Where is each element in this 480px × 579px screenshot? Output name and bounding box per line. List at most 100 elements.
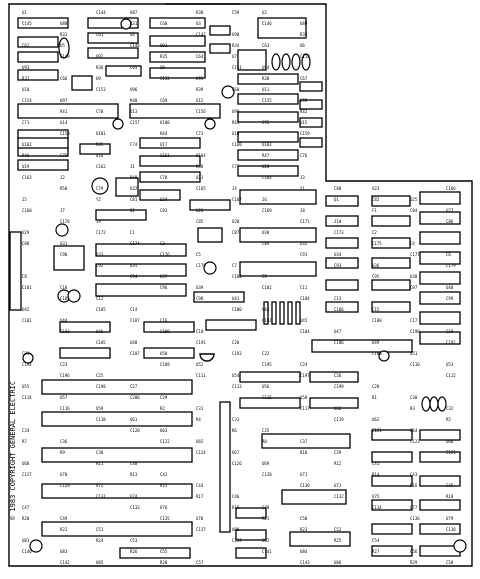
component-label-c114: C114: [22, 395, 32, 400]
component-label-u58: U58: [300, 395, 308, 400]
component-label-c152: C152: [160, 76, 170, 81]
component-label-u41: U41: [232, 296, 240, 301]
component-label-c21: C21: [22, 351, 30, 356]
component-label-c139: C139: [232, 538, 242, 543]
component-label-c78: C78: [160, 175, 168, 180]
component-label-c63: C63: [262, 43, 270, 48]
component-label-u54: U54: [232, 373, 240, 378]
ic-chip: [371, 301, 411, 313]
component-label-j3: J3: [300, 175, 305, 180]
component-label-c182: C182: [262, 285, 272, 290]
component-label-r2: R2: [160, 406, 165, 411]
component-label-r18: R18: [446, 494, 454, 499]
component-label-r10: R10: [300, 450, 308, 455]
capacitor: [58, 37, 70, 59]
component-label-u56: U56: [262, 384, 270, 389]
ic-chip: [239, 397, 301, 409]
ic-chip-large: [17, 103, 119, 119]
component-label-r6: R6: [232, 428, 237, 433]
capacitor: [271, 53, 281, 71]
component-label-c179: C179: [446, 263, 456, 268]
component-label-c6: C6: [446, 252, 451, 257]
component-label-r50: R50: [60, 186, 68, 191]
ic-chip: [87, 47, 139, 59]
component-label-c105: C105: [96, 340, 106, 345]
component-label-r39: R39: [196, 87, 204, 92]
ic-chip-large: [41, 483, 193, 499]
lower-middle-chips: [59, 319, 461, 559]
component-label-r24: R24: [96, 538, 104, 543]
component-label-u71: U71: [300, 472, 308, 477]
ic-chip: [419, 429, 461, 441]
resistor: [287, 301, 293, 325]
component-label-c17: C17: [410, 318, 418, 323]
component-label-c104: C104: [300, 329, 310, 334]
ic-chip: [419, 291, 461, 305]
component-label-u76: U76: [160, 505, 168, 510]
middle-left-region: [17, 137, 245, 303]
component-label-c44: C44: [196, 483, 204, 488]
component-label-u13: U13: [130, 109, 138, 114]
component-label-c33: C33: [232, 417, 240, 422]
component-label-c175: C175: [372, 241, 382, 246]
component-label-c110: C110: [410, 362, 420, 367]
ic-chip: [87, 32, 139, 44]
ic-chip: [419, 251, 461, 265]
ic-chip: [419, 475, 461, 487]
component-label-c10: C10: [60, 285, 68, 290]
component-label-c192: C192: [446, 340, 456, 345]
component-label-c148: C148: [130, 43, 140, 48]
capacitor-round: [55, 223, 69, 237]
ic-chip: [237, 165, 299, 177]
component-label-u34: U34: [334, 252, 342, 257]
ic-chip: [17, 159, 69, 171]
component-label-u87: U87: [130, 10, 138, 15]
ic-chip: [189, 199, 231, 211]
component-label-r15: R15: [160, 483, 168, 488]
component-label-c20: C20: [232, 340, 240, 345]
ic-chip-large: [239, 227, 317, 243]
component-label-r48: R48: [196, 164, 204, 169]
component-label-c46: C46: [232, 494, 240, 499]
component-label-u78: U78: [196, 516, 204, 521]
resistor: [271, 301, 277, 325]
component-label-c108: C108: [372, 351, 382, 356]
component-label-u61: U61: [130, 417, 138, 422]
component-label-u27: U27: [446, 208, 454, 213]
component-label-c16: C16: [160, 318, 168, 323]
component-label-r1: R1: [372, 395, 377, 400]
component-label-r44: R44: [160, 131, 168, 136]
component-label-c174: C174: [130, 241, 140, 246]
component-label-c93: C93: [334, 263, 342, 268]
small-components-top-left: [58, 18, 216, 130]
dip-switch: [119, 547, 191, 559]
component-label-c36: C36: [60, 439, 68, 444]
component-label-c5: C5: [196, 252, 201, 257]
component-label-r27: R27: [372, 549, 380, 554]
component-label-r22: R22: [60, 527, 68, 532]
component-label-c144: C144: [96, 10, 106, 15]
component-label-r32: R32: [60, 32, 68, 37]
component-label-c157: C157: [130, 120, 140, 125]
resistor-cluster-center: [263, 301, 301, 325]
component-label-u47: U47: [334, 329, 342, 334]
component-label-c60: C60: [160, 21, 168, 26]
component-label-c57: C57: [196, 560, 204, 565]
component-label-c200: C200: [130, 395, 140, 400]
component-label-r25: R25: [334, 538, 342, 543]
capacitor-round: [91, 177, 109, 195]
component-label-u82: U82: [262, 538, 270, 543]
component-label-c47: C47: [22, 505, 30, 510]
component-label-u17: U17: [160, 142, 168, 147]
component-label-c58: C58: [446, 560, 454, 565]
ic-chip: [309, 397, 359, 409]
component-label-c190: C190: [410, 329, 420, 334]
component-label-u100: U100: [160, 120, 170, 125]
component-label-c113: C113: [232, 384, 242, 389]
component-label-r37: R37: [22, 76, 30, 81]
component-label-u50: U50: [160, 351, 168, 356]
ic-chip: [419, 523, 461, 535]
ic-chip: [193, 291, 245, 303]
component-label-c50: C50: [300, 516, 308, 521]
